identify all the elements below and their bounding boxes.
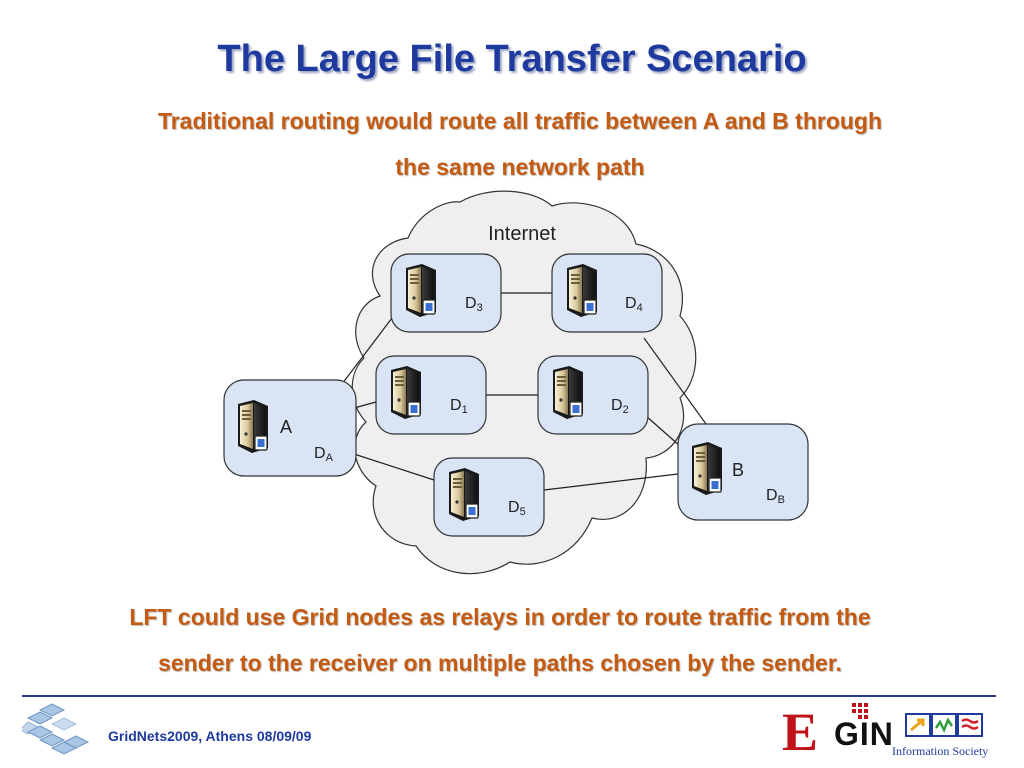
information-society-logo: Information Society bbox=[892, 708, 992, 758]
subtitle-line-1: Traditional routing would route all traf… bbox=[157, 108, 883, 134]
link-a-d3 bbox=[341, 317, 393, 385]
node-d4: D4 bbox=[551, 253, 663, 333]
information-society-icon bbox=[905, 713, 983, 737]
information-society-label: Information Society bbox=[892, 744, 989, 758]
node-d5-label: D5 bbox=[508, 499, 526, 518]
node-b-label: DB bbox=[766, 487, 785, 506]
node-a-label: DA bbox=[314, 445, 334, 464]
conclusion-line-2: sender to the receiver on multiple paths… bbox=[158, 650, 842, 676]
node-d5: D5 bbox=[433, 457, 545, 537]
node-d4-label: D4 bbox=[625, 295, 643, 314]
gridnets-logo-icon bbox=[22, 703, 90, 755]
node-d3: D3 bbox=[390, 253, 502, 333]
slide-title: The Large File Transfer Scenario bbox=[217, 38, 807, 80]
link-a-d5 bbox=[353, 453, 435, 481]
node-b: B DB bbox=[677, 423, 809, 521]
link-d2-b bbox=[645, 415, 681, 447]
egin-logo-e: E bbox=[782, 702, 819, 762]
node-d2: D2 bbox=[537, 355, 649, 435]
node-d1-label: D1 bbox=[450, 397, 468, 416]
conclusion-line-1: LFT could use Grid nodes as relays in or… bbox=[129, 604, 871, 630]
egin-logo-gin: GIN bbox=[834, 716, 894, 752]
footer-conference: GridNets2009, Athens 08/09/09 bbox=[108, 728, 312, 744]
egin-grid-icon bbox=[852, 703, 868, 719]
slide-subtitle: Traditional routing would route all traf… bbox=[60, 98, 980, 190]
node-b-letter: B bbox=[732, 460, 744, 480]
node-a: A DA bbox=[223, 379, 357, 477]
subtitle-line-2: the same network path bbox=[395, 154, 645, 180]
link-d4-b bbox=[643, 337, 707, 425]
node-d1: D1 bbox=[375, 355, 487, 435]
internet-label: Internet bbox=[488, 223, 556, 245]
footer-divider bbox=[22, 695, 996, 697]
network-links bbox=[341, 292, 707, 491]
link-a-d1 bbox=[353, 401, 377, 409]
node-a-letter: A bbox=[280, 417, 292, 437]
link-d5-b bbox=[543, 473, 679, 491]
node-d3-label: D3 bbox=[465, 295, 483, 314]
node-d2-label: D2 bbox=[611, 397, 629, 416]
slide-conclusion: LFT could use Grid nodes as relays in or… bbox=[20, 594, 980, 686]
